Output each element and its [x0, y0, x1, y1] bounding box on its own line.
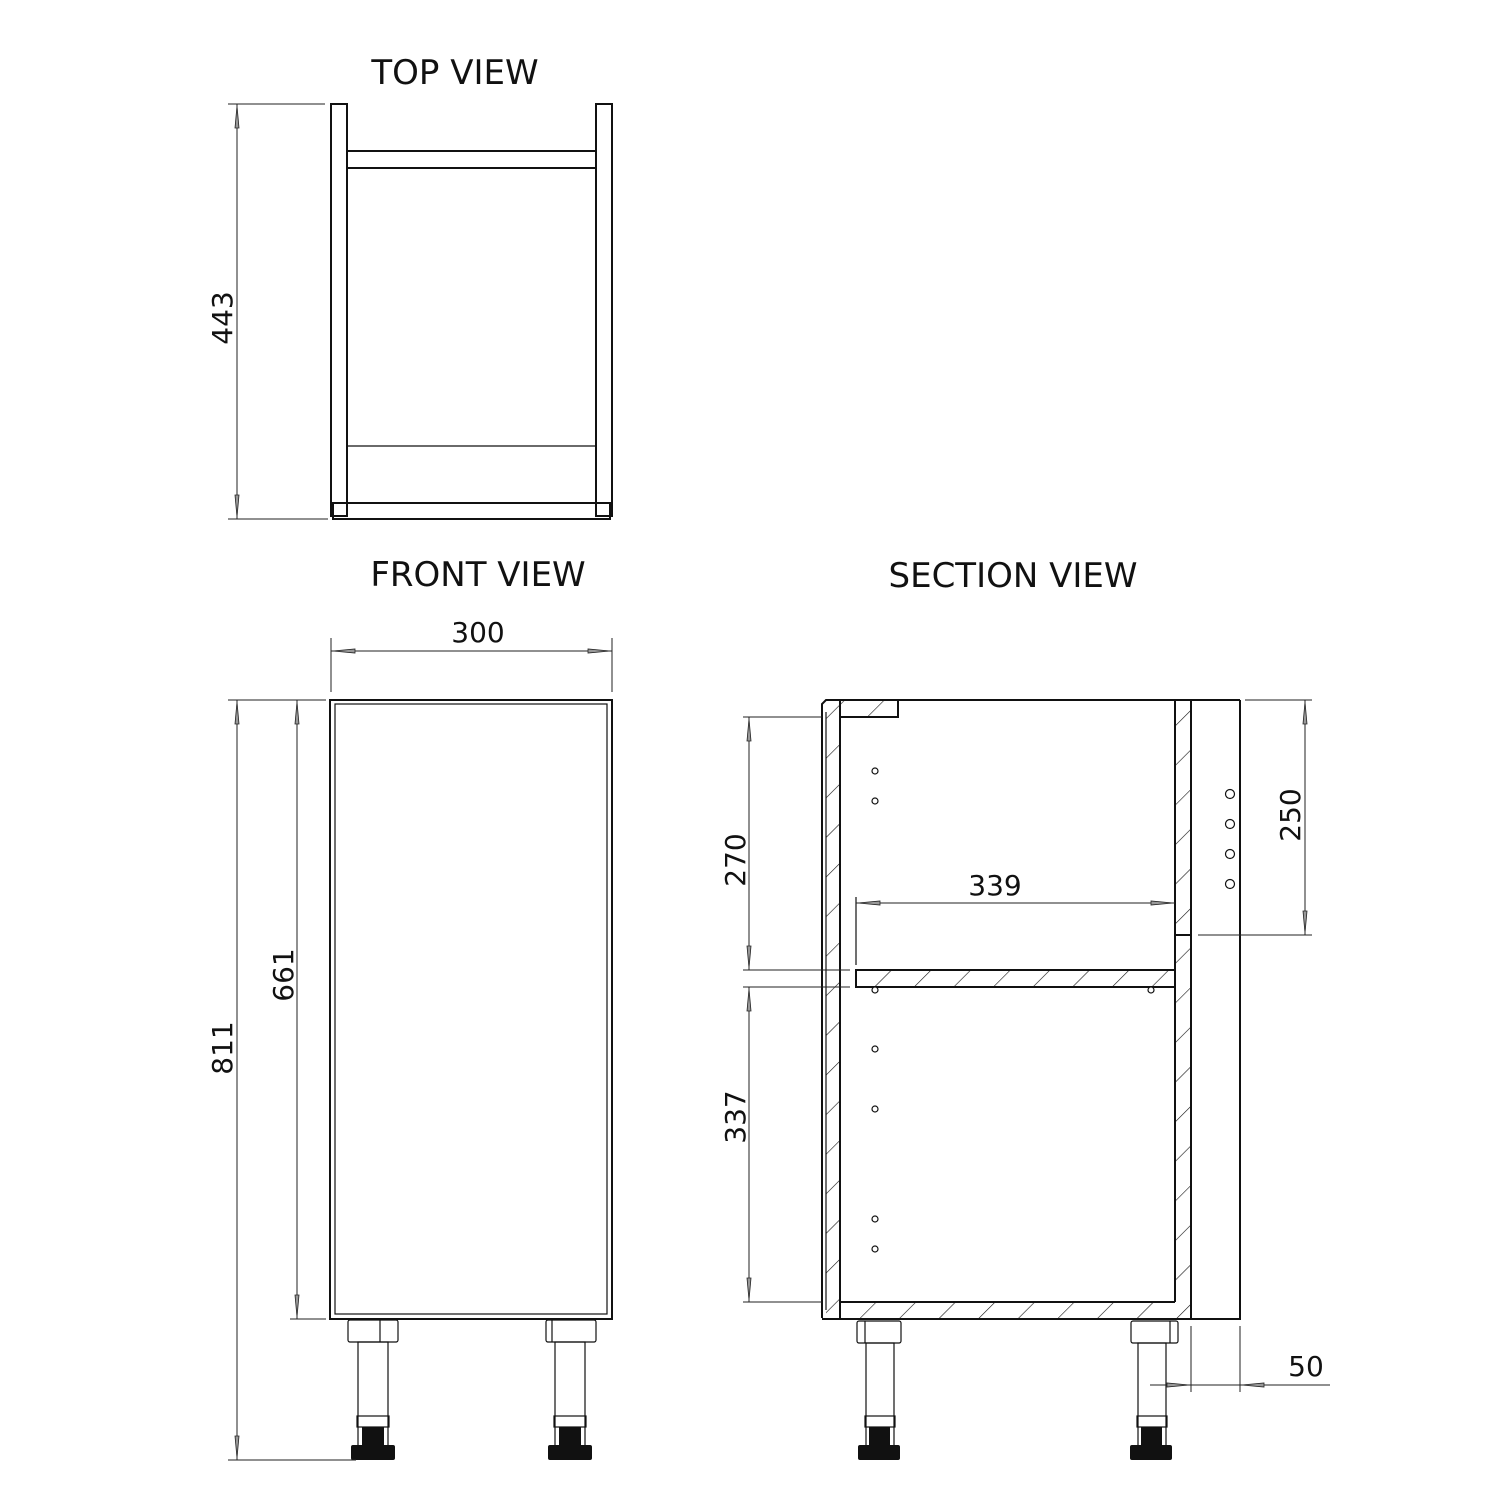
section-lower-dimension: 337: [719, 1090, 752, 1143]
front-leg-left: [347, 1319, 399, 1460]
top-depth-dimension: 443: [206, 291, 239, 344]
top-view-title: TOP VIEW: [370, 53, 538, 93]
front-leg-right: [545, 1319, 597, 1460]
section-leg-front: [856, 1320, 902, 1460]
section-upper-dimension: 270: [719, 833, 752, 886]
shelf-pin-holes: [871, 767, 1236, 1253]
front-height-dimension: 811: [206, 1021, 239, 1074]
section-view-title: SECTION VIEW: [889, 556, 1138, 596]
section-back-gap-dimension: 250: [1274, 788, 1307, 841]
section-leg-offset-dimension: 50: [1288, 1350, 1324, 1383]
front-view: FRONT VIEW 300: [206, 555, 613, 1461]
top-view: TOP VIEW 443: [206, 53, 613, 520]
front-view-title: FRONT VIEW: [370, 555, 585, 595]
section-leg-back: [1130, 1320, 1179, 1460]
section-shelf-depth-dimension: 339: [968, 869, 1021, 902]
front-width-dimension: 300: [451, 616, 504, 649]
front-door-dimension: 661: [267, 948, 300, 1001]
section-view: SECTION VIEW: [719, 556, 1330, 1460]
